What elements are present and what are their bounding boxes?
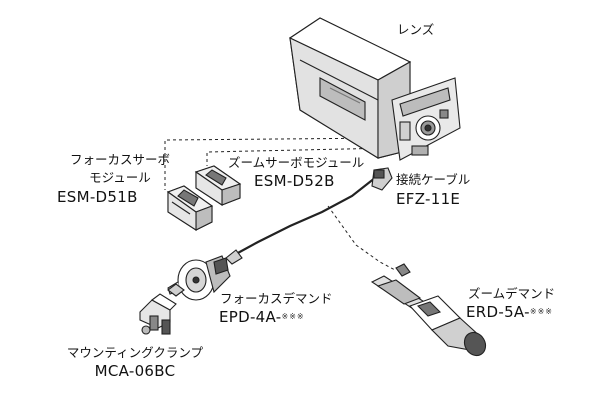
- zoom-demand-model: ERD-5A-※※※: [466, 305, 553, 320]
- clamp-label: マウンティングクランプ: [66, 345, 204, 360]
- zoom-demand-icon: [370, 263, 487, 357]
- zoom-demand-label: ズームデマンド: [468, 286, 556, 301]
- focus-demand-model: EPD-4A-※※※: [219, 310, 305, 325]
- clamp-model: MCA-06BC: [94, 362, 176, 380]
- lens-label: レンズ: [397, 22, 435, 37]
- cable-model: EFZ-11E: [396, 190, 461, 208]
- focus-demand-suffix: ※※※: [281, 312, 305, 321]
- zoom-servo-module-icon: [194, 165, 242, 207]
- zoom-demand-suffix: ※※※: [529, 307, 553, 316]
- focus-servo-module-icon: [166, 185, 214, 232]
- mounting-clamp-icon: [139, 283, 185, 335]
- focus-servo-label: フォーカスサーボ: [69, 152, 170, 167]
- zoom-servo-model: ESM-D52B: [254, 172, 335, 190]
- focus-servo-model: ESM-D51B: [57, 188, 138, 206]
- focus-servo-label-2: モジュール: [89, 170, 151, 185]
- dashed-connections: [164, 137, 396, 271]
- cable-label: 接続ケーブル: [396, 172, 471, 187]
- zoom-servo-label: ズームサーボモジュール: [228, 155, 365, 170]
- focus-demand-model-number: EPD-4A-: [219, 308, 282, 326]
- lens-unit-icon: [288, 17, 461, 161]
- focus-demand-label: フォーカスデマンド: [220, 291, 333, 306]
- zoom-demand-model-number: ERD-5A-: [466, 303, 530, 321]
